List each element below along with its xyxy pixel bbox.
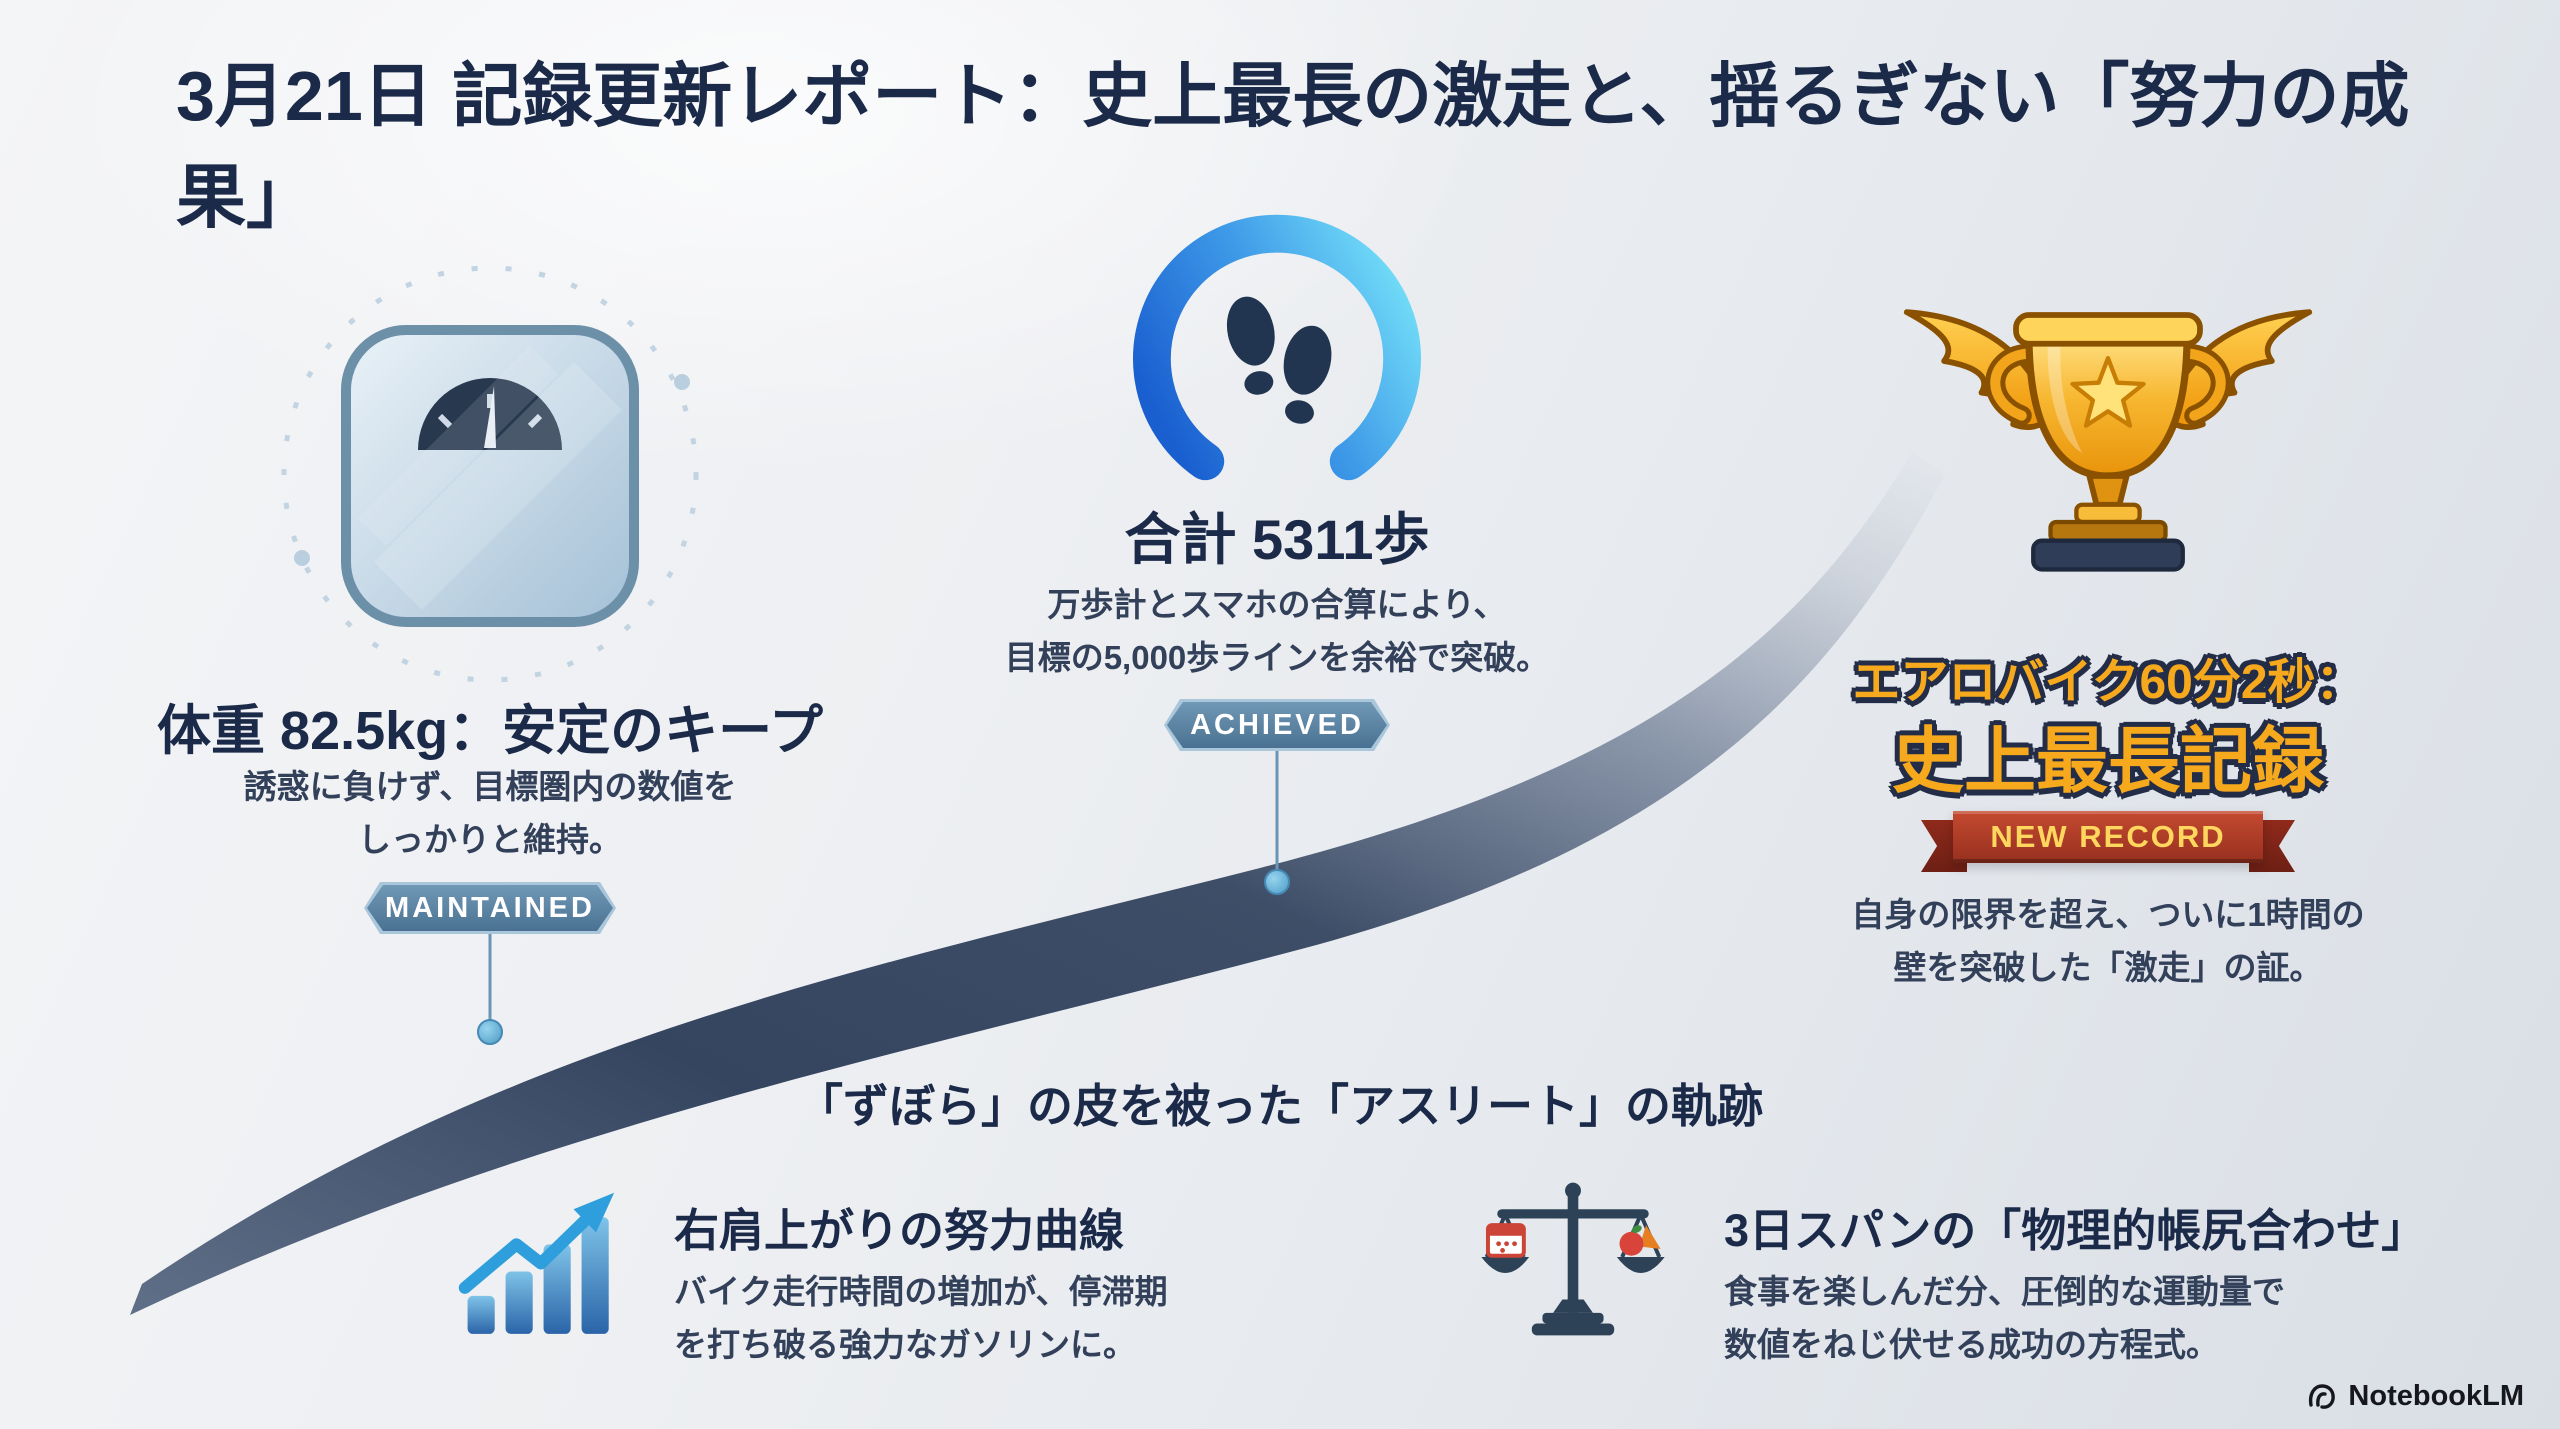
steps-desc-line2: 目標の5,000歩ラインを余裕で突破。: [1004, 639, 1550, 677]
footsteps-gauge-icon: [1117, 206, 1437, 531]
balance-desc-line1: 食事を楽しんだ分、圧倒的な運動量で: [1724, 1273, 2285, 1310]
balance-desc-line2: 数値をねじ伏せる成功の方程式。: [1724, 1325, 2219, 1363]
new-record-badge: NEW RECORD: [1921, 811, 2295, 872]
weight-connector-dot: [477, 1019, 503, 1045]
achieved-badge: ACHIEVED: [1164, 699, 1390, 751]
record-desc: 自身の限界を超え、ついに1時間の 壁を突破した「激走」の証。: [1806, 888, 2410, 995]
effort-curve-desc-line1: バイク走行時間の増加が、停滞期: [674, 1273, 1168, 1310]
watermark-text: NotebookLM: [2348, 1380, 2524, 1412]
effort-curve-item: 右肩上がりの努力曲線 バイク走行時間の増加が、停滞期 を打ち破る強力なガソリンに…: [454, 1172, 1274, 1412]
balance-title: 3日スパンの「物理的帳尻合わせ」: [1724, 1205, 2427, 1256]
maintained-badge-label: MAINTAINED: [367, 885, 613, 931]
record-desc-line2: 壁を突破した「激走」の証。: [1893, 949, 2323, 987]
weight-connector-line: [488, 934, 492, 1021]
effort-curve-desc-line2: を打ち破る強力なガソリンに。: [674, 1325, 1136, 1363]
effort-curve-title: 右肩上がりの努力曲線: [674, 1205, 1125, 1256]
weight-desc: 誘惑に負けず、目標圏内の数値を しっかりと維持。: [140, 760, 840, 867]
new-record-badge-label: NEW RECORD: [1953, 811, 2263, 863]
maintained-badge: MAINTAINED: [364, 882, 616, 934]
notebooklm-watermark: NotebookLM: [2306, 1380, 2524, 1413]
balance-desc: 食事を楽しんだ分、圧倒的な運動量で 数値をねじ伏せる成功の方程式。: [1724, 1266, 2384, 1372]
achieved-badge-label: ACHIEVED: [1167, 702, 1387, 748]
calendar-glyph: [1485, 1223, 1526, 1258]
scale-icon: [270, 258, 710, 703]
balance-item: 3日スパンの「物理的帳尻合わせ」 食事を楽しんだ分、圧倒的な運動量で 数値をねじ…: [1473, 1172, 2433, 1412]
footprints-icon: [1226, 296, 1332, 424]
record-section: エアロバイク60分2秒： 史上最長記録 NEW RECORD 自身の限界を超え、…: [1806, 240, 2410, 1020]
effort-curve-desc: バイク走行時間の増加が、停滞期 を打ち破る強力なガソリンに。: [674, 1266, 1254, 1372]
record-title-line1: エアロバイク60分2秒：: [1852, 656, 2364, 709]
steps-connector-line: [1275, 751, 1279, 871]
weight-section: 体重 82.5kg：安定のキープ 誘惑に負けず、目標圏内の数値を しっかりと維持…: [140, 250, 840, 1070]
notebooklm-logo-icon: [2306, 1381, 2338, 1413]
trajectory-heading: 「ずぼら」の皮を被った「アスリート」の軌跡: [797, 1080, 1763, 1132]
steps-desc: 万歩計とスマホの合算により、 目標の5,000歩ラインを余裕で突破。: [977, 578, 1577, 685]
weight-title: 体重 82.5kg：安定のキープ: [157, 701, 823, 761]
steps-desc-line1: 万歩計とスマホの合算により、: [1047, 586, 1507, 623]
steps-connector-dot: [1264, 869, 1290, 895]
page-title: 3月21日 記録更新レポート：史上最長の激走と、揺るぎない「努力の成果」: [176, 57, 2410, 236]
food-glyph: [1619, 1225, 1661, 1256]
trophy-icon: [1878, 246, 2338, 596]
record-title-line2: 史上最長記録: [1891, 722, 2324, 802]
balance-scale-icon: [1473, 1172, 1673, 1363]
record-desc-line1: 自身の限界を超え、ついに1時間の: [1851, 896, 2365, 933]
steps-section: 合計 5311歩 万歩計とスマホの合算により、 目標の5,000歩ラインを余裕で…: [977, 200, 1577, 940]
weight-desc-line1: 誘惑に負けず、目標圏内の数値を: [243, 768, 737, 805]
growth-chart-icon: [454, 1172, 644, 1357]
weight-desc-line2: しっかりと維持。: [358, 821, 622, 859]
steps-title: 合計 5311歩: [1124, 508, 1430, 571]
